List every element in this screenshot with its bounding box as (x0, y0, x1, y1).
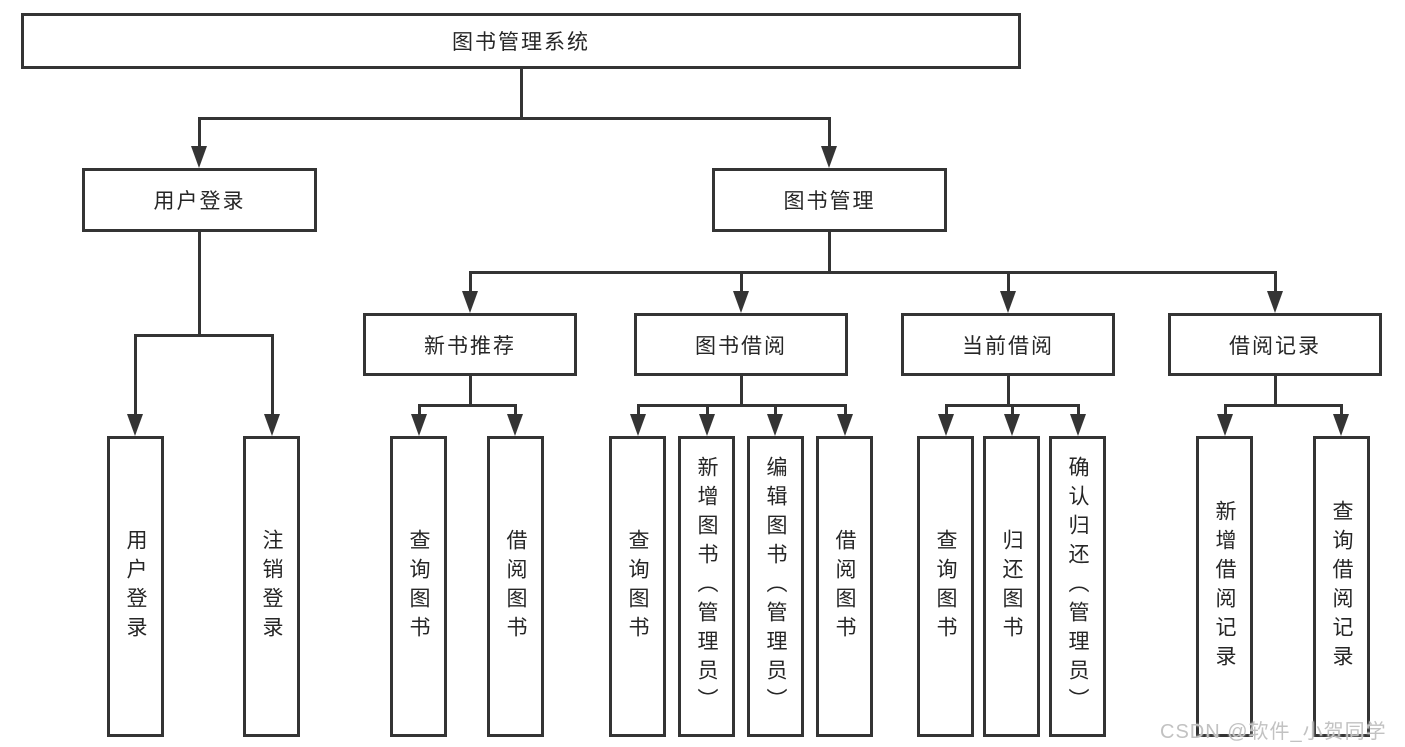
leaf-user-login: 用户登录 (107, 436, 164, 737)
leaf-nb-borrow-books-label: 借阅图书 (504, 528, 527, 645)
node-user-login: 用户登录 (82, 168, 317, 232)
leaf-br-query-record-label: 查询借阅记录 (1330, 499, 1353, 674)
connector-user-login-stem (198, 232, 201, 335)
connector-root-bus (198, 117, 831, 120)
leaf-cb-query-books: 查询图书 (917, 436, 974, 737)
leaf-br-query-record: 查询借阅记录 (1313, 436, 1370, 737)
leaf-logout: 注销登录 (243, 436, 300, 737)
node-root: 图书管理系统 (21, 13, 1021, 69)
arrowhead-new-book (462, 291, 478, 313)
connector-drop-borrow-records (1274, 271, 1277, 299)
arrowhead-bb-4 (837, 414, 853, 436)
leaf-user-login-label: 用户登录 (124, 528, 147, 645)
connector-borrow-records-stem (1274, 376, 1277, 405)
arrowhead-borrow-records (1267, 291, 1283, 313)
connector-borrow-records-bus (1224, 404, 1343, 407)
node-book-mgmt: 图书管理 (712, 168, 947, 232)
node-borrow-records-label: 借阅记录 (1229, 334, 1321, 358)
arrowhead-bb-1 (630, 414, 646, 436)
leaf-bb-borrow-books-label: 借阅图书 (833, 528, 856, 645)
arrowhead-book-borrow (733, 291, 749, 313)
leaf-cb-confirm-return-admin-label: 确认归还（管理员） (1066, 456, 1089, 717)
connector-new-book-stem (469, 376, 472, 405)
leaf-bb-add-books-admin-label: 新增图书（管理员） (695, 456, 718, 717)
leaf-nb-query-books-label: 查询图书 (407, 528, 430, 645)
arrowhead-nb-1 (411, 414, 427, 436)
connector-book-mgmt-bus (469, 271, 1277, 274)
leaf-cb-return-books: 归还图书 (983, 436, 1040, 737)
connector-book-mgmt-stem (828, 232, 831, 272)
arrowhead-br-1 (1217, 414, 1233, 436)
arrowhead-user-login (191, 146, 207, 168)
arrowhead-logout-leaf (264, 414, 280, 436)
leaf-bb-edit-books-admin: 编辑图书（管理员） (747, 436, 804, 737)
leaf-nb-query-books: 查询图书 (390, 436, 447, 737)
connector-drop-book-borrow (740, 271, 743, 299)
leaf-cb-return-books-label: 归还图书 (1000, 528, 1023, 645)
arrowhead-cb-3 (1070, 414, 1086, 436)
leaf-bb-query-books-label: 查询图书 (626, 528, 649, 645)
leaf-bb-query-books: 查询图书 (609, 436, 666, 737)
leaf-br-add-record: 新增借阅记录 (1196, 436, 1253, 737)
node-new-book: 新书推荐 (363, 313, 577, 376)
arrowhead-cb-2 (1004, 414, 1020, 436)
node-current-borrow: 当前借阅 (901, 313, 1115, 376)
leaf-bb-borrow-books: 借阅图书 (816, 436, 873, 737)
arrowhead-bb-3 (767, 414, 783, 436)
connector-drop-login-leaf (134, 334, 137, 428)
connector-drop-book-mgmt (828, 117, 831, 152)
leaf-br-add-record-label: 新增借阅记录 (1213, 499, 1236, 674)
watermark: CSDN @软件_小贺同学 (1160, 721, 1387, 743)
leaf-bb-add-books-admin: 新增图书（管理员） (678, 436, 735, 737)
arrowhead-nb-2 (507, 414, 523, 436)
leaf-cb-confirm-return-admin: 确认归还（管理员） (1049, 436, 1106, 737)
node-new-book-label: 新书推荐 (424, 334, 516, 358)
connector-root-stem (520, 69, 523, 118)
arrowhead-login-leaf (127, 414, 143, 436)
connector-user-login-bus (134, 334, 274, 337)
connector-drop-logout-leaf (271, 334, 274, 428)
node-borrow-records: 借阅记录 (1168, 313, 1382, 376)
arrowhead-book-mgmt (821, 146, 837, 168)
node-book-mgmt-label: 图书管理 (783, 190, 876, 213)
arrowhead-br-2 (1333, 414, 1349, 436)
connector-book-borrow-stem (740, 376, 743, 405)
connector-book-borrow-bus (637, 404, 847, 407)
leaf-cb-query-books-label: 查询图书 (934, 528, 957, 645)
connector-current-borrow-stem (1007, 376, 1010, 405)
arrowhead-bb-2 (699, 414, 715, 436)
leaf-bb-edit-books-admin-label: 编辑图书（管理员） (764, 456, 787, 717)
leaf-logout-label: 注销登录 (260, 528, 283, 645)
arrowhead-cb-1 (938, 414, 954, 436)
arrowhead-current-borrow (1000, 291, 1016, 313)
node-root-label: 图书管理系统 (452, 31, 590, 54)
node-user-login-label: 用户登录 (153, 190, 246, 213)
leaf-nb-borrow-books: 借阅图书 (487, 436, 544, 737)
connector-drop-user-login (198, 117, 201, 152)
node-book-borrow: 图书借阅 (634, 313, 848, 376)
connector-new-book-bus (418, 404, 517, 407)
node-current-borrow-label: 当前借阅 (962, 334, 1054, 358)
connector-drop-current-borrow (1007, 271, 1010, 299)
connector-drop-new-book (469, 271, 472, 299)
node-book-borrow-label: 图书借阅 (695, 334, 787, 358)
